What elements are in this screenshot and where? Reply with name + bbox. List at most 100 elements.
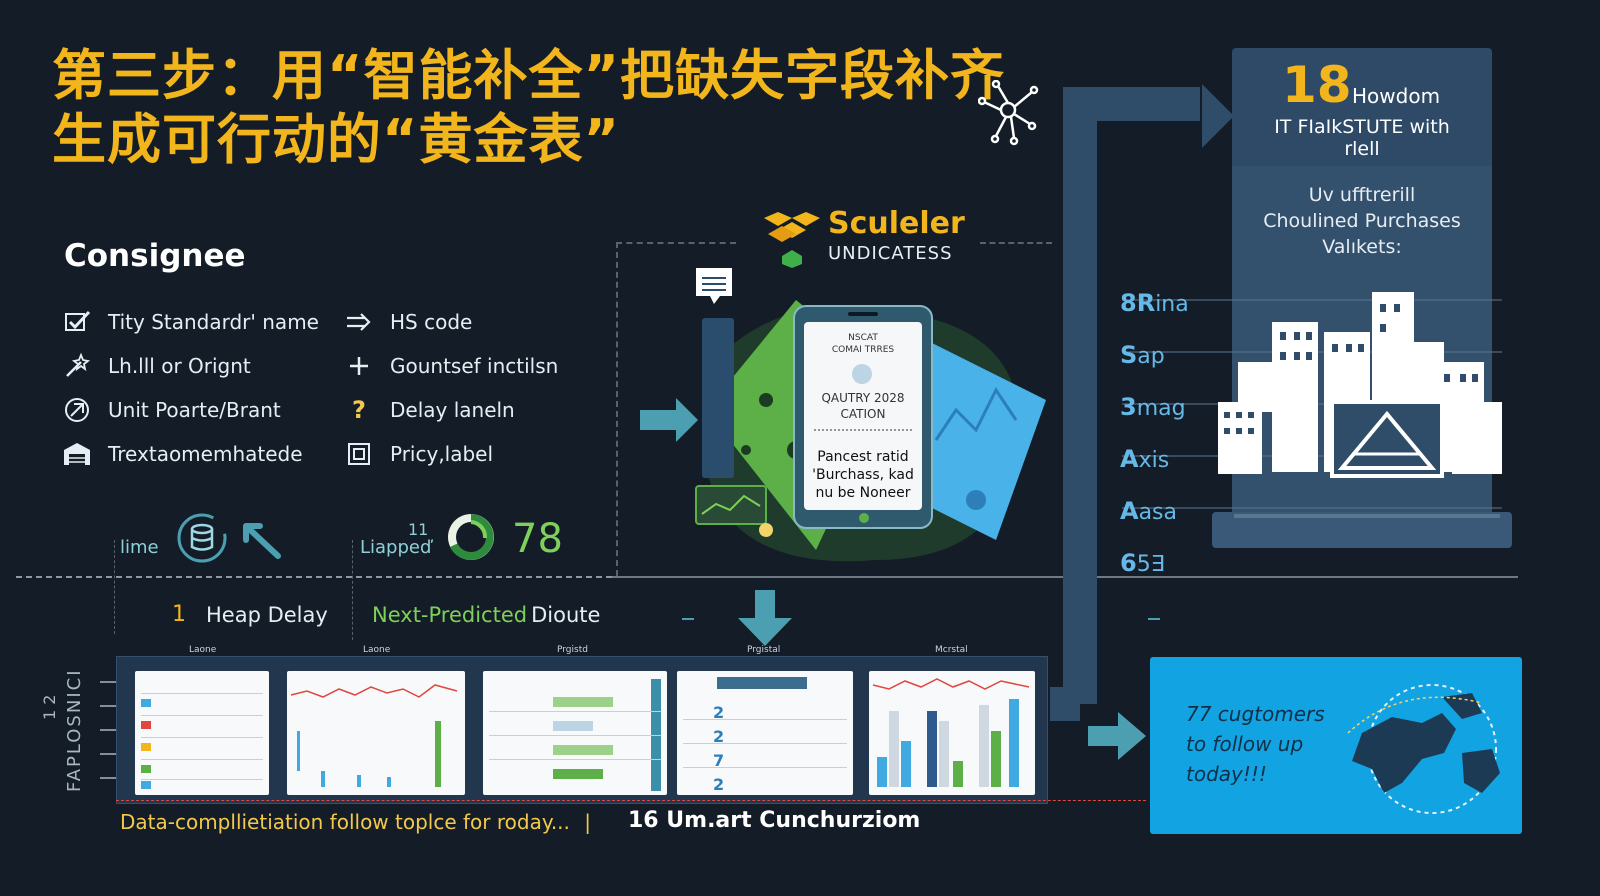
customers-line-1: 77 cugtomers [1186, 702, 1325, 726]
table-panel-1[interactable] [135, 671, 269, 795]
divider [16, 576, 612, 578]
field-label: Pricy,label [390, 442, 494, 466]
divider [352, 540, 353, 640]
summary-sub-2: rlell [1344, 138, 1380, 160]
summary-desc-1: Uv ufftrerill [1308, 184, 1416, 206]
phone-body-3: nu be Noneer [815, 485, 911, 501]
next-predicted-rest: Dioute [531, 603, 601, 627]
lapped-label: Liappeď [360, 537, 432, 558]
footer-left: Data-compllietiation follow toplce for r… [120, 810, 599, 834]
region-text: mag [1136, 396, 1186, 421]
chart-panel-5[interactable] [869, 671, 1035, 795]
panel-title: Laone [363, 645, 391, 655]
line-chart [290, 684, 458, 787]
field-label: Trextaomemhatede [108, 442, 303, 466]
region-item[interactable]: Aasa [1120, 486, 1189, 538]
summary-sub-1: IT FIaIkSTUTE with [1274, 116, 1450, 138]
phone-line-1: QAUTRY 2028 [821, 391, 905, 405]
divider [980, 242, 1052, 244]
region-text: asa [1138, 500, 1178, 525]
region-prefix: 8R [1120, 289, 1156, 317]
dash-mark [682, 618, 694, 620]
checkbox-icon [62, 307, 92, 337]
brand-sub: UNDICATESS [828, 243, 953, 264]
footer-separator: | [584, 810, 592, 834]
region-item[interactable]: 65∃ [1120, 538, 1189, 590]
divider [616, 242, 618, 576]
panel-title: Mcrstal [935, 645, 968, 655]
time-label: lime [120, 537, 159, 558]
table-panel-3[interactable] [483, 671, 667, 795]
phone-header: NSCAT COMAI TRRES [804, 332, 922, 356]
brand-logo-icon [764, 212, 820, 268]
region-prefix: A [1120, 445, 1139, 473]
field-origin[interactable]: Lh.lll or Orignt [62, 344, 319, 388]
field-hs-code[interactable]: HS code [344, 300, 558, 344]
summary-sub: IT FIaIkSTUTE with rlell [1232, 116, 1492, 160]
region-prefix: S [1120, 341, 1138, 369]
phone-line-2: CATION [840, 407, 886, 421]
consignee-fields-right: HS code Gountsef inctilsn ? Delay laneln… [344, 300, 558, 476]
down-arrow-icon [738, 590, 792, 646]
side-label: FAPLOSNICI [64, 668, 85, 793]
chart-panel-2[interactable] [287, 671, 465, 795]
predict-count: 1 [172, 602, 186, 627]
panel-title: Laone [189, 645, 217, 655]
customers-line-2: to follow up [1186, 732, 1304, 756]
summary-desc-3: Valıkets: [1322, 236, 1402, 258]
consignee-heading: Consignee [64, 238, 246, 274]
region-item[interactable]: Sap [1120, 330, 1189, 382]
field-label: Lh.lll or Orignt [108, 354, 251, 378]
divider [116, 800, 1146, 801]
score-value: 78 [512, 516, 563, 562]
region-prefix: 6 [1120, 549, 1137, 577]
customers-callout[interactable]: 77 cugtomers to follow up today!!! [1150, 657, 1522, 834]
panel-title: Prgistal [747, 645, 781, 655]
magic-wand-icon [62, 351, 92, 381]
summary-big-number: 18 [1282, 56, 1352, 114]
next-predicted-green: Next-Predicted [372, 603, 528, 627]
region-text: 5∃ [1136, 552, 1165, 577]
summary-big-label: Howdom [1352, 84, 1441, 108]
consignee-fields-left: Tity Standardr' name Lh.lll or Orignt Un… [62, 300, 319, 476]
region-prefix: A [1120, 497, 1139, 525]
footer-left-text: Data-compllietiation follow toplce for r… [120, 810, 570, 834]
field-label: HS code [390, 310, 473, 334]
region-item[interactable]: 3mag [1120, 382, 1189, 434]
field-label: Gountsef inctilsn [390, 354, 559, 378]
field-label: Unit Poarte/Brant [108, 398, 281, 422]
panel-title: Prgistd [557, 645, 588, 655]
phone-quantity: QAUTRY 2028 CATION [804, 390, 922, 422]
city-buildings-illustration [1212, 292, 1512, 548]
tick-marks [100, 681, 116, 779]
region-text: ina [1155, 292, 1189, 317]
progress-ring-icon [448, 514, 494, 560]
side-num: 1 2 [40, 694, 59, 720]
divider [114, 540, 115, 634]
dash-mark [1148, 618, 1160, 620]
region-text: xis [1138, 448, 1170, 473]
field-country[interactable]: Gountsef inctilsn [344, 344, 558, 388]
phone-body-1: Pancest ratid [817, 449, 909, 465]
plus-icon [344, 351, 374, 381]
region-item[interactable]: Axis [1120, 434, 1189, 486]
field-price-label[interactable]: Pricy,label [344, 432, 558, 476]
phone-body: Pancest ratid 'Burchass, kad nu be Nonee… [804, 448, 922, 502]
field-label: Delay laneln [390, 398, 515, 422]
field-delay[interactable]: ? Delay laneln [344, 388, 558, 432]
title-line-2: 生成可行动的“黄金表” [52, 108, 620, 171]
field-unit-price[interactable]: Unit Poarte/Brant [62, 388, 319, 432]
field-standard-name[interactable]: Tity Standardr' name [62, 300, 319, 344]
phone-header-2: COMAI TRRES [831, 345, 895, 355]
field-trade-mode[interactable]: Trextaomemhatede [62, 432, 319, 476]
network-icon [978, 80, 1039, 146]
region-item[interactable]: 8Rina [1120, 278, 1189, 330]
label-icon [344, 439, 374, 469]
heap-delay-label: Heap Delay [206, 603, 328, 627]
region-prefix: 3 [1120, 393, 1137, 421]
page-title: 第三步：用“智能补全”把缺失字段补齐 生成可行动的“黄金表” [52, 44, 1004, 172]
region-list: 8Rina Sap 3mag Axis Aasa 65∃ [1120, 278, 1189, 590]
arrow-icon [344, 307, 374, 337]
